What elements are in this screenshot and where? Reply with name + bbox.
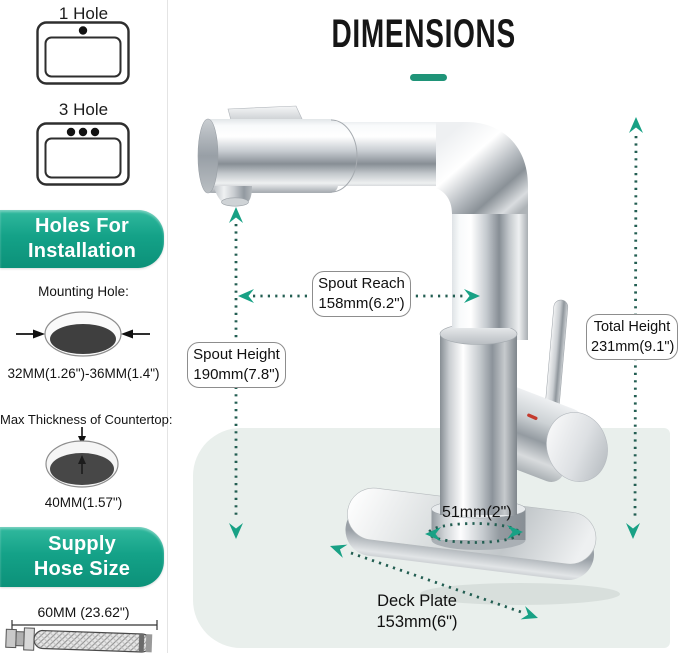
mounting-hole-range: 32MM(1.26")-36MM(1.4") (7, 366, 160, 381)
arrow-down-icon (229, 523, 243, 539)
up-arrow-head (78, 455, 86, 464)
sprayer-end-cap (197, 118, 219, 194)
right-arrow-head (121, 329, 133, 339)
holes-for-installation-banner: Holes For Installation (0, 210, 164, 268)
dimension-arrows (229, 117, 643, 620)
arrow-right-icon (507, 525, 523, 539)
braided-hose (5, 627, 153, 653)
arrow-down-icon (626, 523, 640, 539)
deck-plate-label: Deck Plate 153mm(6") (376, 592, 458, 631)
sink-3-hole-diagram (36, 122, 130, 186)
supply-hose-size-banner: Supply Hose Size (0, 527, 164, 587)
title-accent-dash (410, 74, 447, 81)
base-diameter-label: 51mm(2") (442, 504, 512, 521)
banner-line: Installation (28, 240, 136, 262)
mounting-hole-title: Mounting Hole: (38, 284, 129, 299)
faucet-elbow (428, 122, 528, 214)
mounting-hole-diagram (16, 311, 150, 357)
countertop-title: Max Thickness of Countertop: (0, 412, 173, 427)
spout-reach-label: Spout Reach 158mm(6.2") (312, 271, 411, 317)
sprayer-head (204, 119, 338, 193)
banner-line: Supply (48, 533, 116, 555)
supply-hose-illustration (5, 620, 158, 653)
banner-line: Hose Size (33, 558, 131, 580)
countertop-thickness-diagram (45, 427, 119, 488)
deck-plate-line (350, 551, 522, 614)
one-hole-label: 1 Hole (58, 4, 109, 23)
sink-1-hole-diagram (36, 21, 130, 85)
deck-plate-shadow (420, 583, 620, 605)
faucet-base-cylinder (440, 332, 517, 515)
spout-height-label: Spout Height 190mm(7.8") (187, 342, 286, 388)
faucet-hole-dot (78, 127, 88, 137)
arrow-downright-icon (520, 606, 538, 620)
countertop-max: 40MM(1.57") (44, 495, 123, 510)
banner-line: Holes For (34, 215, 130, 237)
faucet-hole-dot (78, 26, 88, 35)
valve-end-face (546, 412, 608, 482)
sprayer-nozzle (214, 186, 252, 202)
nozzle-outlet (221, 197, 249, 207)
arrow-right-icon (464, 289, 480, 303)
arrow-up-icon (629, 117, 643, 133)
arrow-left-icon (425, 527, 441, 541)
hose-length-label: 60MM (23.62") (37, 604, 130, 620)
left-arrow-head (33, 329, 45, 339)
three-hole-label: 3 Hole (58, 100, 109, 119)
sprayer-seam (330, 119, 358, 193)
arrow-upleft-icon (330, 544, 348, 558)
page-title: DIMENSIONS (331, 12, 516, 56)
faucet-vertical-pipe-front (452, 210, 528, 328)
arrow-left-icon (238, 289, 254, 303)
faucet-hole-dot (66, 127, 76, 137)
sidebar-divider (167, 0, 168, 653)
arrow-up-icon (229, 207, 243, 223)
total-height-label: Total Height 231mm(9.1") (586, 314, 678, 360)
hot-cold-indicator (527, 413, 538, 421)
faucet-hole-dot (90, 127, 100, 137)
